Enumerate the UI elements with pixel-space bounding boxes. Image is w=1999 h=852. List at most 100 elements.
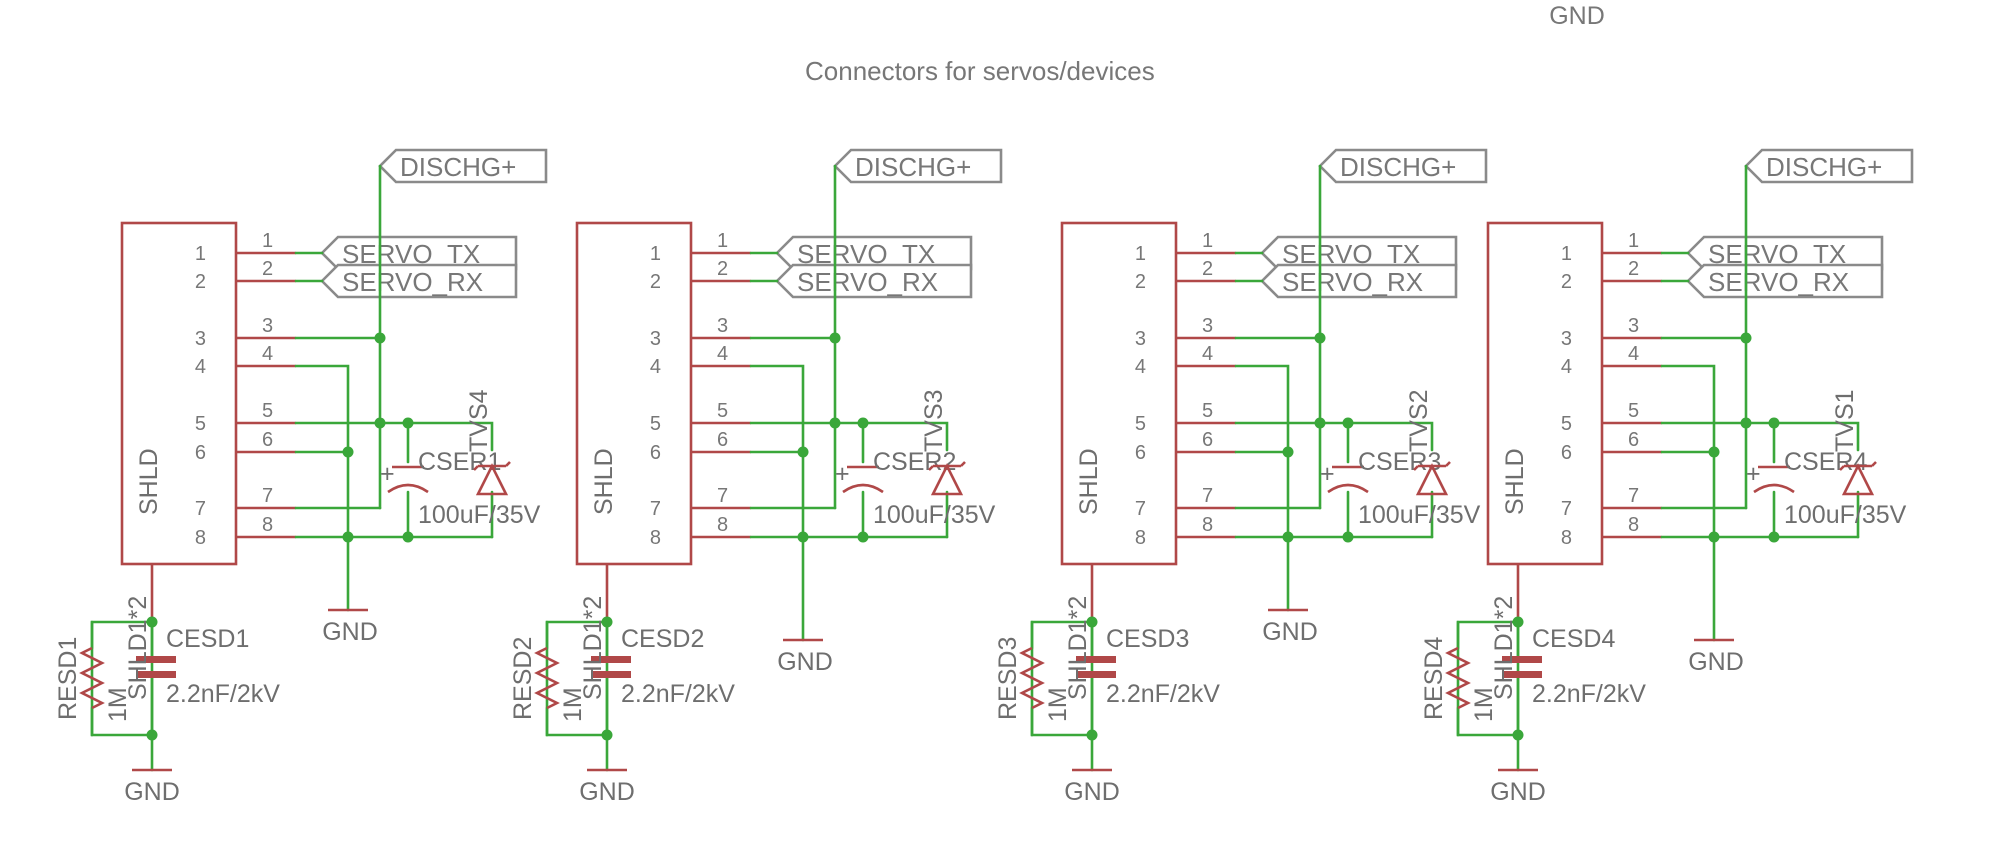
- pin-number-outer: 7: [1202, 485, 1213, 507]
- gnd-trunk-wire: [1660, 364, 1716, 642]
- connector-body: [575, 221, 693, 566]
- junction-dot: [1282, 446, 1294, 458]
- pin-number-inner: 2: [650, 271, 661, 293]
- cser-plus-sign: +: [1746, 460, 1761, 488]
- servo-rx-flag[interactable]: [1686, 263, 1884, 299]
- shield-label: SHLD: [1501, 448, 1529, 515]
- pin5-wire: [1234, 421, 1434, 452]
- servo-rx-flag-label: SERVO_RX: [1282, 267, 1423, 297]
- pin-number-inner: 1: [195, 243, 206, 265]
- junction-dot: [1314, 417, 1326, 429]
- pin-number-inner: 5: [1561, 413, 1572, 435]
- pin-number-outer: 7: [717, 485, 728, 507]
- tvs-name: TVS1: [1831, 389, 1859, 452]
- pin-number-outer: 3: [1202, 315, 1213, 337]
- cser-value: 100uF/35V: [873, 501, 996, 529]
- pin5-wire: [294, 421, 494, 452]
- shield-label: SHLD: [1075, 448, 1103, 515]
- esd-ground-label: GND: [124, 778, 180, 806]
- dischg-flag[interactable]: [1318, 148, 1488, 184]
- pin-number-outer: 7: [1628, 485, 1639, 507]
- junction-dot: [797, 446, 809, 458]
- pin-number-inner: 4: [1561, 356, 1572, 378]
- junction-dot: [829, 417, 841, 429]
- pin-number-outer: 3: [1628, 315, 1639, 337]
- pin-number-outer: 2: [717, 258, 728, 280]
- cesd-name: CESD3: [1106, 625, 1189, 653]
- junction-dot: [1768, 417, 1780, 429]
- pin-number-inner: 3: [1561, 328, 1572, 350]
- pin-number-inner: 7: [1135, 498, 1146, 520]
- shield-pin-label: SHLD1*2: [1064, 596, 1092, 700]
- junction-dot: [857, 531, 869, 543]
- dischg-flag[interactable]: [1744, 148, 1914, 184]
- pin-number-outer: 2: [262, 258, 273, 280]
- pin5-wire: [1660, 421, 1860, 452]
- tvs-bar: [1413, 461, 1451, 471]
- tvs-body: [930, 463, 964, 496]
- pin-number-inner: 7: [1561, 498, 1572, 520]
- servo-rx-flag[interactable]: [1260, 263, 1458, 299]
- junction-dot: [1342, 531, 1354, 543]
- servo-rx-flag[interactable]: [775, 263, 973, 299]
- dischg-flag[interactable]: [378, 148, 548, 184]
- schematic-title: Connectors for servos/devices: [805, 56, 1155, 86]
- pin-number-outer: 4: [1202, 343, 1213, 365]
- pin-number-outer: 2: [1628, 258, 1639, 280]
- cesd-plate-bottom: [1502, 671, 1542, 678]
- resd-name: RESD1: [54, 637, 82, 720]
- gnd-trunk-wire: [294, 364, 350, 612]
- servo-rx-flag[interactable]: [320, 263, 518, 299]
- resd-zigzag: [79, 646, 105, 710]
- tvs-name: TVS3: [920, 389, 948, 452]
- pin-number-inner: 6: [650, 442, 661, 464]
- cesd-plate-top: [1076, 656, 1116, 663]
- cser-name: CSER3: [1358, 448, 1441, 476]
- tvs-bar: [1839, 461, 1877, 471]
- pin-number-outer: 5: [1202, 400, 1213, 422]
- resd-name: RESD4: [1420, 637, 1448, 720]
- shield-pin-label: SHLD1*2: [579, 596, 607, 700]
- pin-number-inner: 6: [1561, 442, 1572, 464]
- shield-pin-label: SHLD1*2: [124, 596, 152, 700]
- junction-dot: [342, 446, 354, 458]
- pin-number-outer: 8: [262, 514, 273, 536]
- servo-rx-flag-label: SERVO_RX: [342, 267, 483, 297]
- shield-pin-label: SHLD1*2: [1490, 596, 1518, 700]
- connector-body: [1060, 221, 1178, 566]
- junction-dot: [374, 332, 386, 344]
- junction-dot: [342, 531, 354, 543]
- resd-zigzag: [1019, 646, 1045, 710]
- pin-number-inner: 4: [1135, 356, 1146, 378]
- junction-dot: [829, 332, 841, 344]
- junction-dot: [1740, 417, 1752, 429]
- connector-block-2: SHLD1122334455667788DISCHG+SERVO_TXSERVO…: [509, 148, 1003, 806]
- connector-body: [1486, 221, 1604, 566]
- cser-value: 100uF/35V: [418, 501, 541, 529]
- junction-dot: [1740, 332, 1752, 344]
- connector-block-3: SHLD1122334455667788DISCHG+SERVO_TXSERVO…: [994, 148, 1488, 806]
- pin-number-outer: 8: [717, 514, 728, 536]
- junction-dot: [1708, 531, 1720, 543]
- pin-number-inner: 3: [650, 328, 661, 350]
- junction-dot: [402, 417, 414, 429]
- pin-number-inner: 5: [650, 413, 661, 435]
- cesd-plate-bottom: [591, 671, 631, 678]
- top-gnd-label: GND: [1549, 2, 1605, 30]
- junction-dot: [1768, 531, 1780, 543]
- pin-number-inner: 7: [650, 498, 661, 520]
- cser-plate-bottom: [1327, 483, 1369, 494]
- tvs-bar: [473, 461, 511, 471]
- tvs-bar: [928, 461, 966, 471]
- pin-number-outer: 6: [1628, 429, 1639, 451]
- pin-number-inner: 7: [195, 498, 206, 520]
- cesd-value: 2.2nF/2kV: [621, 680, 735, 708]
- cesd-plate-top: [1502, 656, 1542, 663]
- pin-number-outer: 4: [1628, 343, 1639, 365]
- cser-plate-bottom: [1753, 483, 1795, 494]
- cser-plus-sign: +: [1320, 460, 1335, 488]
- cesd-plate-bottom: [136, 671, 176, 678]
- dischg-flag[interactable]: [833, 148, 1003, 184]
- pin-number-inner: 1: [1561, 243, 1572, 265]
